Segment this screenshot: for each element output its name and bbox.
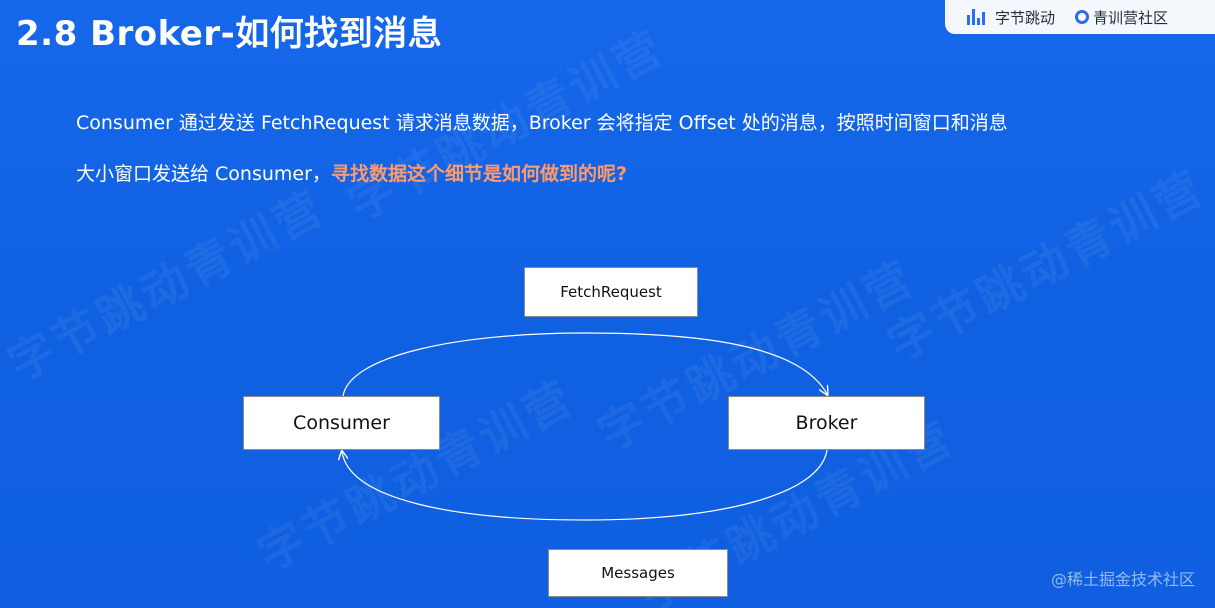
footer-credit: @稀土掘金技术社区: [1050, 570, 1195, 589]
arrow-broker-to-consumer: [342, 450, 828, 521]
brand-bar: 字节跳动 青训营社区: [945, 0, 1215, 34]
description-line-2: 大小窗口发送给 Consumer，寻找数据这个细节是如何做到的呢?: [76, 161, 627, 187]
consumer-node: Consumer: [243, 396, 440, 450]
slide-title: 2.8 Broker-如何找到消息: [16, 14, 443, 54]
fetch-request-label: FetchRequest: [524, 267, 698, 317]
camp-name: 青训营社区: [1093, 8, 1169, 27]
camp-logo-icon: [1075, 10, 1090, 24]
description-line-1: Consumer 通过发送 FetchRequest 请求消息数据，Broker…: [76, 112, 1008, 134]
messages-label: Messages: [548, 549, 728, 597]
company-name: 字节跳动: [995, 8, 1056, 27]
description-line-2-text: 大小窗口发送给 Consumer，: [76, 163, 331, 185]
highlighted-question: 寻找数据这个细节是如何做到的呢?: [330, 163, 627, 185]
arrow-consumer-to-broker: [342, 332, 827, 396]
broker-node: Broker: [728, 396, 925, 450]
bytedance-logo-icon: [967, 9, 985, 25]
